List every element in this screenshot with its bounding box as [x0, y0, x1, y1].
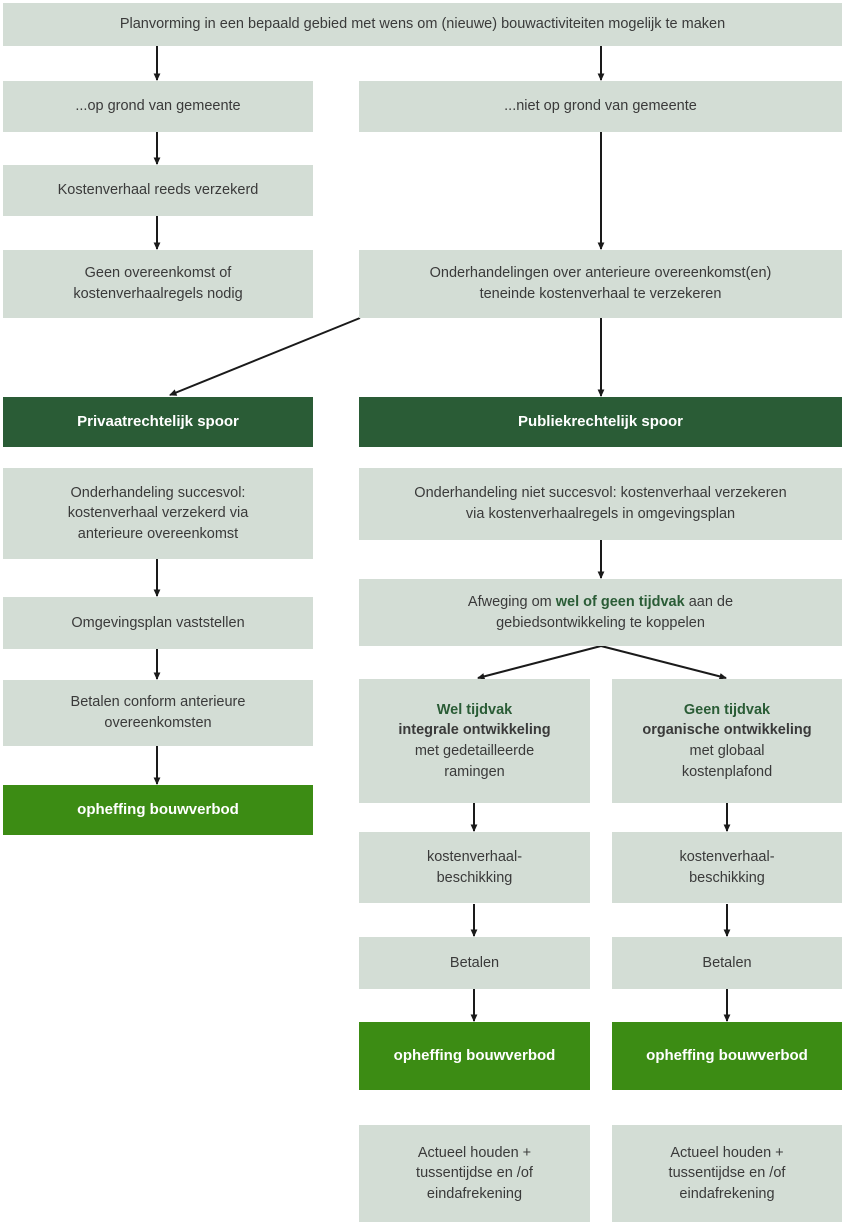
node-betalen-conform-line1: Betalen conform anterieure — [70, 694, 246, 711]
node-niet-op-grond-label: ...niet op grond van gemeente — [504, 98, 697, 115]
node-actueel-a-line1: Actueel houden + — [417, 1144, 532, 1161]
node-privaatrechtelijk-spoor[interactable]: Privaatrechtelijk spoor — [3, 397, 313, 447]
node-betalen-b[interactable]: Betalen — [612, 937, 842, 989]
node-afweging-tijdvak[interactable]: Afweging om wel of geen tijdvak aan de g… — [359, 579, 842, 646]
node-onderhandeling-niet-succesvol-line2: via kostenverhaalregels in omgevingsplan — [465, 506, 736, 522]
node-omgevingsplan-vaststellen[interactable]: Omgevingsplan vaststellen — [3, 597, 313, 649]
node-opheffing-bouwverbod-a[interactable]: opheffing bouwverbod — [359, 1022, 590, 1090]
node-actueel-a-line3: eindafrekening — [426, 1185, 523, 1202]
node-geen-tijdvak[interactable]: Geen tijdvak organische ontwikkeling met… — [612, 679, 842, 803]
node-privaatrechtelijk-label: Privaatrechtelijk spoor — [77, 413, 239, 431]
node-actueel-b-line3: eindafrekening — [679, 1185, 775, 1202]
node-geen-tijdvak-line4: kostenplafond — [681, 763, 773, 780]
node-onderhandeling-succesvol[interactable]: Onderhandeling succesvol: kostenverhaal … — [3, 468, 313, 559]
node-publiekrechtelijk-label: Publiekrechtelijk spoor — [517, 413, 684, 431]
node-op-grond-van-gemeente[interactable]: ...op grond van gemeente — [3, 81, 313, 132]
node-onderhandeling-succesvol-line1: Onderhandeling succesvol: — [70, 484, 246, 501]
node-afweging-pre: Afweging om — [467, 593, 556, 610]
node-onderhandeling-succesvol-line3: anterieure overeenkomst — [77, 525, 239, 542]
node-betalen-conform-line2: overeenkomsten — [104, 715, 212, 731]
node-geen-tijdvak-line1: Geen tijdvak — [683, 701, 771, 718]
node-opheffing-left-label: opheffing bouwverbod — [77, 801, 239, 819]
node-geen-overeenkomst-line1: Geen overeenkomst of — [84, 265, 232, 282]
node-wel-tijdvak-line4: ramingen — [444, 763, 505, 780]
node-omgevingsplan-label: Omgevingsplan vaststellen — [71, 614, 245, 631]
node-actueel-b-line2: tussentijdse en /of — [668, 1165, 786, 1182]
node-planvorming-label: Planvorming in een bepaald gebied met we… — [119, 16, 726, 33]
node-betalen-b-label: Betalen — [702, 954, 752, 971]
node-kostenverhaal-reeds-label: Kostenverhaal reeds verzekerd — [57, 182, 259, 199]
node-wel-tijdvak[interactable]: Wel tijdvak integrale ontwikkeling met g… — [359, 679, 590, 803]
node-opheffing-bouwverbod-b[interactable]: opheffing bouwverbod — [612, 1022, 842, 1090]
node-onderhandeling-succesvol-line2: kostenverhaal verzekerd via — [67, 505, 249, 522]
node-wel-tijdvak-line1: Wel tijdvak — [436, 701, 513, 718]
node-afweging-line2: gebiedsontwikkeling te koppelen — [496, 614, 705, 631]
node-op-grond-label: ...op grond van gemeente — [75, 98, 241, 115]
node-opheffing-b-label: opheffing bouwverbod — [646, 1047, 808, 1065]
node-actueel-houden-b[interactable]: Actueel houden + tussentijdse en /of ein… — [612, 1125, 842, 1222]
node-beschikking-a-line1: kostenverhaal- — [426, 848, 523, 865]
node-kostenverhaal-reeds-verzekerd[interactable]: Kostenverhaal reeds verzekerd — [3, 165, 313, 216]
node-onderhandeling-niet-succesvol-line1: Onderhandeling niet succesvol: kostenver… — [414, 485, 787, 502]
node-wel-tijdvak-line2: integrale ontwikkeling — [398, 722, 551, 739]
node-kostenverhaalbeschikking-b[interactable]: kostenverhaal- beschikking — [612, 832, 842, 903]
node-onderhandelingen-line2: teneinde kostenverhaal te verzekeren — [479, 286, 722, 302]
node-actueel-houden-a[interactable]: Actueel houden + tussentijdse en /of ein… — [359, 1125, 590, 1222]
node-opheffing-bouwverbod-left[interactable]: opheffing bouwverbod — [3, 785, 313, 835]
node-beschikking-b-line1: kostenverhaal- — [679, 848, 775, 865]
node-beschikking-a-line2: beschikking — [436, 869, 513, 886]
node-afweging-highlight: wel of geen tijdvak — [555, 593, 685, 610]
node-betalen-a[interactable]: Betalen — [359, 937, 590, 989]
node-afweging-post: aan de — [684, 593, 734, 610]
node-betalen-a-label: Betalen — [449, 954, 500, 971]
node-opheffing-a-label: opheffing bouwverbod — [393, 1047, 556, 1065]
node-geen-tijdvak-line3: met globaal — [689, 743, 765, 759]
node-betalen-conform-anterieure[interactable]: Betalen conform anterieure overeenkomste… — [3, 680, 313, 746]
node-beschikking-b-line2: beschikking — [689, 869, 765, 886]
node-geen-tijdvak-line2: organische ontwikkeling — [642, 722, 812, 739]
node-actueel-a-line2: tussentijdse en /of — [416, 1165, 533, 1182]
node-onderhandelingen-anterieure[interactable]: Onderhandelingen over anterieure overeen… — [359, 250, 842, 318]
node-wel-tijdvak-line3: met gedetailleerde — [414, 743, 535, 759]
node-publiekrechtelijk-spoor[interactable]: Publiekrechtelijk spoor — [359, 397, 842, 447]
node-geen-overeenkomst[interactable]: Geen overeenkomst of kostenverhaalregels… — [3, 250, 313, 318]
node-kostenverhaalbeschikking-a[interactable]: kostenverhaal- beschikking — [359, 832, 590, 903]
node-actueel-b-line1: Actueel houden + — [670, 1144, 784, 1161]
node-onderhandeling-niet-succesvol[interactable]: Onderhandeling niet succesvol: kostenver… — [359, 468, 842, 540]
node-onderhandelingen-line1: Onderhandelingen over anterieure overeen… — [429, 265, 772, 282]
node-niet-op-grond-van-gemeente[interactable]: ...niet op grond van gemeente — [359, 81, 842, 132]
node-geen-overeenkomst-line2: kostenverhaalregels nodig — [73, 286, 243, 302]
node-planvorming[interactable]: Planvorming in een bepaald gebied met we… — [3, 3, 842, 46]
